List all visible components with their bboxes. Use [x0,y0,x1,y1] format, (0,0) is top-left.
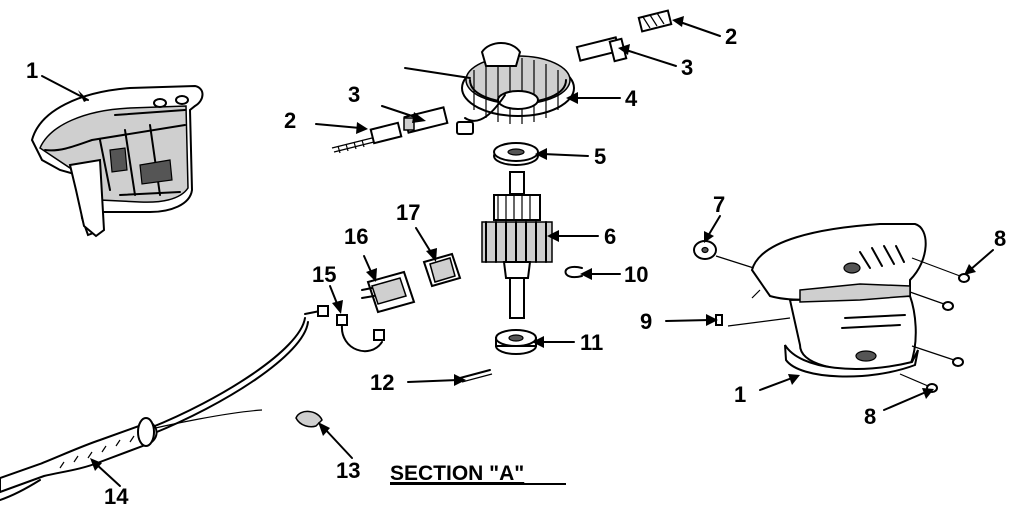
callout-2-left: 2 [284,108,296,133]
callout-5: 5 [594,144,606,169]
pin [715,314,791,327]
callout-17: 17 [396,200,420,225]
armature [481,171,553,319]
callout-8-top: 8 [994,226,1006,251]
callout-10: 10 [624,262,648,287]
callout-1-left: 1 [26,58,38,83]
callout-8-bottom: 8 [864,404,876,429]
switch [361,270,416,314]
leader-lines [41,16,994,487]
callout-3-right: 3 [681,55,693,80]
callout-3-left: 3 [348,82,360,107]
callout-7: 7 [713,192,725,217]
section-title: SECTION "A" [390,462,524,485]
brush-assembly-left [331,106,449,154]
callout-6: 6 [604,224,616,249]
callout-2-right: 2 [725,24,737,49]
callout-4: 4 [625,86,638,111]
bearing-bottom [495,329,537,355]
callout-11: 11 [580,330,603,355]
callout-15: 15 [312,262,336,287]
retaining-clip [564,265,583,279]
wire-connector [459,369,493,383]
callout-labels: 1 2 3 4 5 6 7 8 9 10 11 12 13 14 15 16 1… [26,24,1006,509]
brush-assembly-right [575,9,673,63]
housing-assembled-right [750,223,927,378]
screws-bottom [899,345,964,393]
callout-1-right: 1 [734,382,746,407]
switch-lead [304,305,385,353]
housing-half-left [30,84,204,238]
switch-button [422,252,462,288]
strain-relief [295,410,323,428]
screws-top [909,257,970,311]
bearing-top [493,142,539,166]
callout-16: 16 [344,224,368,249]
callout-14: 14 [104,484,129,509]
field-coil [404,42,575,135]
callout-9: 9 [640,309,652,334]
power-cord [0,317,309,501]
callout-12: 12 [370,370,394,395]
washer [693,240,761,271]
callout-13: 13 [336,458,360,483]
